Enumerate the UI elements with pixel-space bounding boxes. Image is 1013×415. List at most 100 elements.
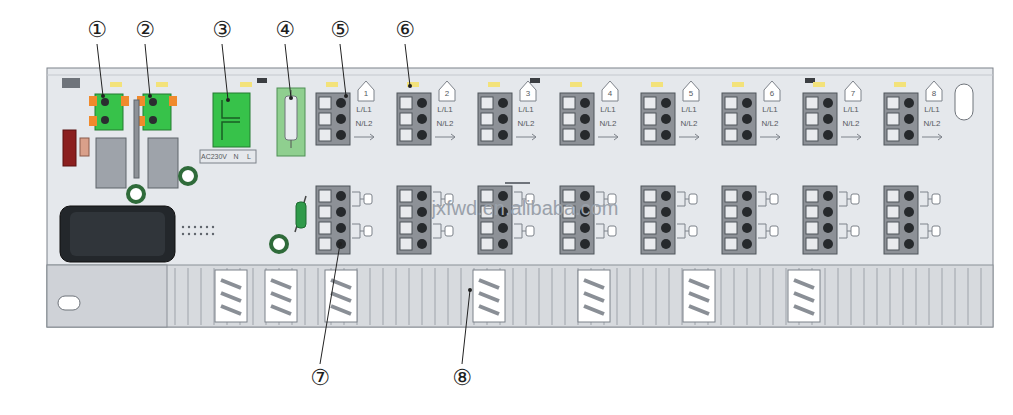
relay <box>96 138 126 188</box>
terminal-lever <box>89 116 97 126</box>
strain-relief <box>215 270 247 322</box>
transformer <box>60 206 175 262</box>
valve-wire <box>441 231 445 232</box>
pcb-via <box>188 233 190 235</box>
house-icon <box>602 81 618 101</box>
terminal-hole <box>417 223 427 233</box>
terminal-hole <box>823 98 833 108</box>
cable-tab <box>786 268 787 325</box>
terminal-hole <box>742 207 752 217</box>
leader-dot <box>408 84 412 88</box>
output-arrow <box>841 134 861 140</box>
callout-number: ① <box>87 19 107 41</box>
terminal-hole <box>661 223 671 233</box>
valve-wire <box>847 199 851 200</box>
terminal-label: N/L2 <box>437 120 454 128</box>
terminal-lever <box>887 113 899 125</box>
jumper-wire <box>134 100 139 178</box>
terminal-lever <box>400 97 412 109</box>
zone-number: 6 <box>770 90 774 98</box>
actuator-symbol <box>526 226 534 236</box>
housing-notch <box>257 78 267 83</box>
strain-relief-clip <box>794 280 814 288</box>
terminal-hole <box>417 114 427 124</box>
terminal-block <box>884 186 918 254</box>
leader-line <box>97 44 103 96</box>
output-arrow <box>435 134 455 140</box>
terminal-hole <box>661 191 671 201</box>
valve-wire <box>514 224 522 238</box>
terminal-lever <box>400 190 412 202</box>
actuator-symbol <box>932 194 940 204</box>
terminal-hole <box>823 130 833 140</box>
house-icon <box>358 81 374 101</box>
terminal-hole <box>823 223 833 233</box>
fuse-cap <box>291 140 292 148</box>
power-terminal <box>143 94 171 130</box>
cable-tab <box>643 268 644 325</box>
strain-relief <box>578 270 610 322</box>
strain-relief-clip <box>221 293 241 301</box>
terminal-lever <box>887 222 899 234</box>
actuator-symbol <box>932 226 940 236</box>
terminal-block <box>478 186 512 254</box>
terminal-lever <box>887 97 899 109</box>
terminal-divider <box>222 100 240 140</box>
callout-number: ⑤ <box>330 19 350 41</box>
terminal-hole <box>742 130 752 140</box>
terminal-hole <box>580 223 590 233</box>
output-arrow <box>760 134 780 140</box>
glass-fuse <box>285 96 297 140</box>
cable-tab <box>201 268 202 325</box>
strain-relief <box>265 270 297 322</box>
terminal-hole <box>661 130 671 140</box>
terminal-block <box>560 186 594 254</box>
cable-tab <box>617 268 618 325</box>
output-arrow <box>922 134 942 140</box>
terminal-lever <box>400 222 412 234</box>
terminal-lever <box>563 238 575 250</box>
terminal-lever <box>725 222 737 234</box>
terminal-label: L/L1 <box>437 106 453 114</box>
voltage-label: AC230V <box>201 153 227 160</box>
terminal-hole <box>661 239 671 249</box>
actuator-symbol <box>851 194 859 204</box>
status-led <box>732 82 744 87</box>
strain-relief-clip <box>331 306 351 314</box>
cover-latch <box>47 265 167 327</box>
terminal-block <box>722 186 756 254</box>
status-led <box>488 82 500 87</box>
terminal-label: L/L1 <box>356 106 372 114</box>
strain-relief-clip <box>794 293 814 301</box>
terminal-hole <box>580 114 590 124</box>
fuse-holder <box>277 88 305 156</box>
cable-tab <box>214 268 215 325</box>
valve-wire <box>758 224 766 238</box>
valve-wire <box>839 192 847 206</box>
terminal-lever <box>887 238 899 250</box>
output-arrow <box>679 134 699 140</box>
terminal-lever <box>563 129 575 141</box>
terminal-hole <box>336 207 346 217</box>
terminal-hole <box>742 223 752 233</box>
status-led <box>407 82 419 87</box>
terminal-block <box>397 93 431 145</box>
leader-dot <box>468 288 472 292</box>
status-led <box>813 82 825 87</box>
board-housing <box>47 68 993 327</box>
callout-number: ⑥ <box>395 19 415 41</box>
terminal-lever <box>481 238 493 250</box>
watermark: jxfwd.en.alibaba.com <box>432 198 619 218</box>
terminal-hole <box>336 223 346 233</box>
mounting-slot <box>58 296 80 310</box>
terminal-lever <box>725 206 737 218</box>
status-led <box>110 82 122 87</box>
pcb-via <box>182 226 184 228</box>
cable-tab <box>890 268 891 325</box>
resistor-symbol <box>80 138 89 156</box>
zone-number: 1 <box>364 90 368 98</box>
output-arrow <box>354 134 374 140</box>
cable-tab <box>851 268 852 325</box>
leader-dot <box>289 96 293 100</box>
cable-tab <box>747 268 748 325</box>
